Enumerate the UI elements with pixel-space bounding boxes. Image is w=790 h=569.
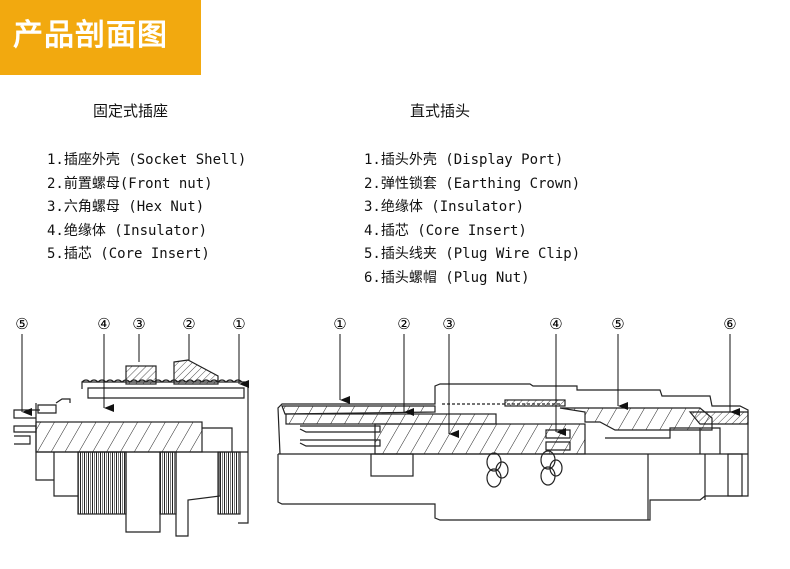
header-banner: 产品剖面图 [0,0,201,75]
plug-outer-lower [277,454,749,521]
part-number: 5. [47,246,64,262]
callout-label: ③ [442,316,455,333]
plug-shell-section [281,405,436,415]
plug-part-item: 4.插芯 (Core Insert) [364,220,580,244]
plug-parts-legend: 1.插头外壳 (Display Port) 2.弹性锁套 (Earthing C… [364,149,580,290]
socket-callout-4: ④ [97,316,114,412]
plug-drawing [277,383,749,521]
part-number: 4. [364,222,381,239]
socket-part-item: 1.插座外壳 (Socket Shell) [47,149,246,173]
part-label: 绝缘体 (Insulator) [380,199,525,215]
part-label: 弹性锁套 (Earthing Crown) [380,175,581,192]
plug-callouts: ① ② ③ ④ ⑤ ⑥ [333,316,740,438]
socket-callout-1: ① [232,316,249,388]
socket-callout-2: ② [182,316,196,360]
hex-nut-section [125,365,157,385]
socket-callouts: ⑤ ④ ③ ② ① [15,316,249,416]
callout-label: ② [182,316,195,333]
part-label: 前置螺母(Front nut) [63,175,213,192]
callout-label: ④ [549,316,562,333]
plug-core-box [370,453,414,477]
socket-callout-5: ⑤ [15,316,32,416]
socket-part-item: 3.六角螺母 (Hex Nut) [47,196,246,220]
socket-thread-left [77,451,127,515]
socket-thread-right [217,451,241,515]
socket-part-item: 2.前置螺母(Front nut) [47,173,246,197]
plug-insulator-section [374,423,586,455]
plug-part-item: 5.插头线夹 (Plug Wire Clip) [364,243,580,267]
plug-wire-clip-section [559,407,713,431]
socket-insulator-section [35,421,203,453]
plug-section-title: 直式插头 [410,102,471,120]
callout-label: ⑤ [15,316,28,333]
callout-label: ① [333,316,346,333]
callout-label: ④ [97,316,110,333]
plug-part-item: 3.绝缘体 (Insulator) [364,196,580,220]
socket-parts-legend: 1.插座外壳 (Socket Shell) 2.前置螺母(Front nut) … [47,149,246,267]
front-nut-section [173,359,219,385]
part-number: 3. [47,199,64,215]
plug-callout-4: ④ [549,316,566,436]
part-number: 5. [364,246,381,262]
plug-callout-5: ⑤ [611,316,628,410]
callout-label: ③ [132,316,145,333]
socket-section-title: 固定式插座 [93,102,169,120]
earthing-crown-section [285,413,497,425]
wire-bundle [486,450,563,488]
plug-callout-2: ② [397,316,414,416]
socket-callout-3: ③ [132,316,146,362]
plug-outer-upper [277,383,749,455]
part-number: 4. [47,222,64,239]
plug-callout-3: ③ [442,316,459,438]
socket-part-item: 4.绝缘体 (Insulator) [47,220,246,244]
part-label: 插头外壳 (Display Port) [380,152,564,168]
callout-label: ① [232,316,245,333]
socket-drawing [13,359,249,537]
plug-part-item: 6.插头螺帽 (Plug Nut) [364,267,580,291]
socket-shell-wall [87,387,245,399]
callout-label: ⑤ [611,316,624,333]
part-number: 3. [364,199,381,215]
part-label: 插头线夹 (Plug Wire Clip) [380,246,581,262]
plug-nut-section [688,411,749,425]
socket-thread-mid [159,451,177,515]
plug-part-item: 1.插头外壳 (Display Port) [364,149,580,173]
callout-label: ⑥ [723,316,736,333]
socket-part-item: 5.插芯 (Core Insert) [47,243,246,267]
part-number: 1. [47,152,64,168]
plug-part-item: 2.弹性锁套 (Earthing Crown) [364,173,580,197]
part-label: 插芯 (Core Insert) [63,246,210,262]
part-number: 1. [364,152,381,168]
cross-section-diagram: ⑤ ④ ③ ② ① [13,316,749,537]
part-label: 绝缘体 (Insulator) [63,222,208,239]
part-label: 插头螺帽 (Plug Nut) [380,269,530,286]
part-number: 2. [47,175,64,192]
part-number: 2. [364,175,381,192]
callout-label: ② [397,316,410,333]
part-number: 6. [364,269,381,286]
socket-hex-body [125,452,161,533]
plug-callout-6: ⑥ [723,316,740,416]
page-title: 产品剖面图 [13,18,168,53]
part-label: 插芯 (Core Insert) [380,222,527,239]
plug-callout-1: ① [333,316,350,404]
part-label: 六角螺母 (Hex Nut) [63,199,205,215]
part-label: 插座外壳 (Socket Shell) [63,152,247,168]
